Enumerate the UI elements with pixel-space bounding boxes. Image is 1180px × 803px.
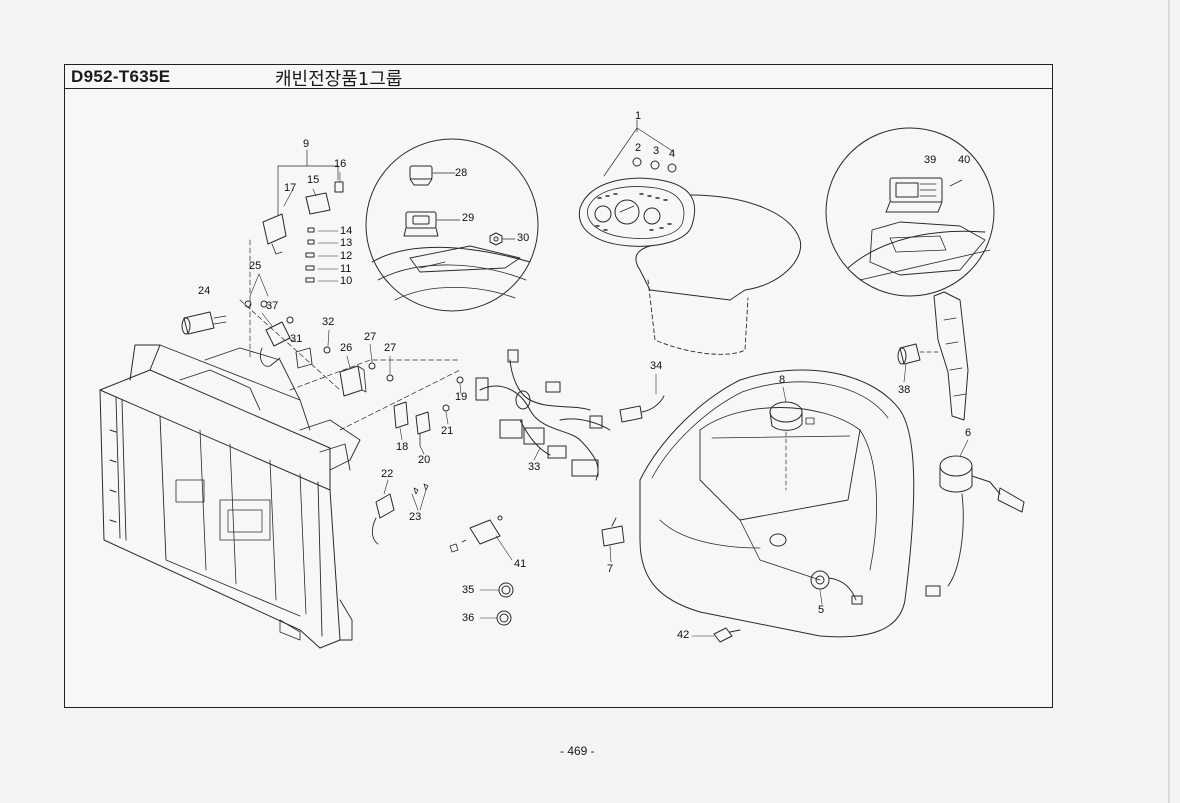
combination-switch	[897, 291, 1025, 597]
leader-lines	[261, 171, 969, 637]
callout-20: 20	[418, 454, 431, 466]
callout-34: 34	[650, 360, 663, 372]
side-console	[601, 369, 915, 643]
diagram-header: D952-T635E 캐빈전장품1그룹	[65, 65, 1052, 90]
switch-panel-detail-circle	[365, 138, 539, 312]
callout-35: 35	[462, 584, 475, 596]
callout-17: 17	[284, 182, 297, 194]
callout-41: 41	[514, 558, 527, 570]
callout-13: 13	[340, 237, 353, 249]
cabin-frame	[99, 344, 361, 649]
callout-15: 15	[307, 174, 320, 186]
callout-10: 10	[340, 275, 353, 287]
radio-detail-circle	[825, 127, 995, 297]
relay-bracket-group	[181, 149, 344, 361]
callout-33: 33	[528, 461, 541, 473]
callout-14: 14	[340, 225, 353, 237]
callout-42: 42	[677, 629, 690, 641]
callout-3: 3	[653, 145, 660, 157]
callout-8: 8	[779, 374, 786, 386]
parts-diagram-frame: D952-T635E 캐빈전장품1그룹	[64, 64, 1053, 708]
instrument-cluster	[578, 119, 802, 355]
callout-32: 32	[322, 316, 335, 328]
wiring-harness	[475, 349, 665, 481]
callout-38: 38	[898, 384, 911, 396]
callout-30: 30	[517, 232, 530, 244]
callout-11: 11	[340, 263, 352, 275]
callout-25: 25	[249, 260, 262, 272]
callout-4: 4	[669, 148, 676, 160]
callout-27b: 27	[384, 342, 397, 354]
group-title: 캐빈전장품1그룹	[275, 69, 403, 90]
page-number: - 469 -	[560, 744, 595, 758]
callout-2: 2	[635, 142, 642, 154]
callout-18: 18	[396, 441, 409, 453]
callout-37: 37	[266, 300, 279, 312]
callout-29: 29	[462, 212, 475, 224]
callout-7: 7	[607, 563, 614, 575]
small-hardware	[449, 515, 514, 626]
callout-23: 23	[409, 511, 422, 523]
callout-22: 22	[381, 468, 394, 480]
callout-1: 1	[635, 110, 642, 122]
callout-16: 16	[334, 158, 347, 170]
callout-31: 31	[290, 333, 303, 345]
callout-27a: 27	[364, 331, 377, 343]
callout-19: 19	[455, 391, 468, 403]
callout-28: 28	[455, 167, 468, 179]
callout-9: 9	[303, 138, 310, 150]
callout-21: 21	[441, 425, 454, 437]
callout-5: 5	[818, 604, 825, 616]
callout-36: 36	[462, 612, 475, 624]
model-code: D952-T635E	[71, 67, 171, 86]
mid-components	[239, 299, 464, 545]
callout-26: 26	[340, 342, 353, 354]
callout-24: 24	[198, 285, 211, 297]
callout-40: 40	[958, 154, 971, 166]
callout-39: 39	[924, 154, 937, 166]
sheet-edge	[1168, 0, 1170, 803]
callout-6: 6	[965, 427, 972, 439]
callout-12: 12	[340, 250, 353, 262]
